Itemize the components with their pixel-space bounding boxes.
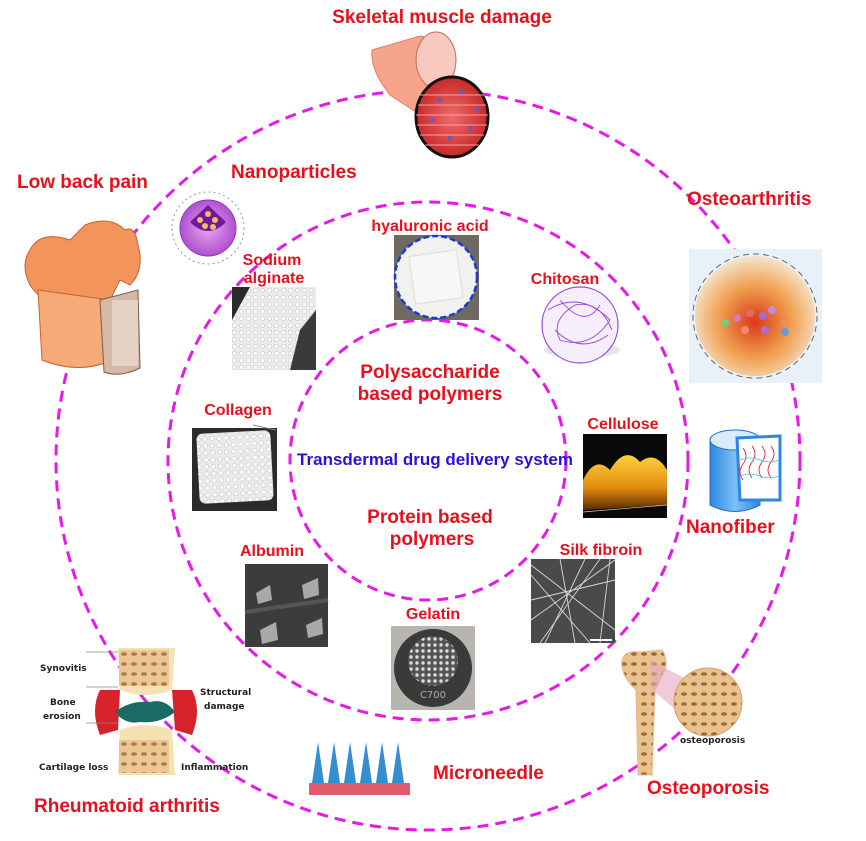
chitosan-image (541, 286, 620, 364)
label-collagen: Collagen (204, 402, 272, 419)
rheumatoid-arthritis-joint-illustration (86, 648, 197, 775)
cellulose-afm-image (582, 434, 668, 518)
label-rheumatoid-arthritis: Rheumatoid arthritis (34, 796, 220, 817)
silk-fibroin-sem-image (530, 558, 616, 644)
label-sodium-alginate-2: alginate (244, 270, 305, 287)
osteoporosis-bone-illustration (621, 649, 743, 776)
label-hyaluronic-acid: hyaluronic acid (371, 218, 488, 235)
label-albumin: Albumin (240, 543, 304, 560)
osteoarthritis-knee-illustration (689, 249, 822, 383)
label-protein-2: polymers (390, 529, 474, 550)
microneedle-spike (360, 742, 372, 783)
label-chitosan: Chitosan (531, 271, 599, 288)
label-osteoarthritis: Osteoarthritis (687, 189, 812, 210)
annotation-bone-erosion-1: Bone (50, 698, 76, 708)
annotation-synovitis: Synovitis (40, 664, 87, 674)
label-microneedle: Microneedle (433, 763, 544, 784)
collagen-image (192, 424, 277, 511)
microneedle-spike (312, 742, 324, 783)
label-osteoporosis: Osteoporosis (647, 778, 769, 799)
nanofiber-cylinder-illustration (709, 429, 782, 512)
nanoparticle-illustration (171, 191, 245, 265)
annotation-structural-damage-1: Structural (200, 688, 251, 698)
hyaluronic-acid-microneedle-image (393, 234, 479, 320)
center-title: Transdermal drug delivery system (297, 450, 573, 469)
label-nanoparticles: Nanoparticles (231, 162, 357, 183)
label-silk-fibroin: Silk fibroin (560, 542, 643, 559)
gelatin-patch-stamp: C700 (420, 690, 446, 701)
microneedle-spike (392, 742, 404, 783)
spine-vertebra-illustration (24, 220, 141, 375)
label-polysaccharide-2: based polymers (358, 384, 503, 405)
microneedle-spike (376, 742, 388, 783)
label-polysaccharide-1: Polysaccharide (360, 362, 499, 383)
annotation-structural-damage-2: damage (204, 702, 245, 712)
annotation-cartilage-loss: Cartilage loss (39, 763, 108, 773)
annotation-inflammation: Inflammation (181, 763, 248, 773)
label-sodium-alginate-1: Sodium (243, 252, 302, 269)
label-low-back-pain: Low back pain (17, 172, 148, 193)
microneedle-spike (328, 742, 340, 783)
microneedle-spike (344, 742, 356, 783)
microneedle-illustration (309, 742, 410, 795)
annotation-osteoporosis: osteoporosis (680, 736, 745, 746)
sodium-alginate-image (232, 287, 316, 370)
annotation-bone-erosion-2: erosion (43, 712, 81, 722)
gelatin-microneedle-patch-image: C700 (391, 626, 475, 710)
label-skeletal-muscle-damage: Skeletal muscle damage (332, 7, 552, 28)
albumin-sem-image (244, 564, 329, 647)
label-protein-1: Protein based (367, 507, 493, 528)
middle-ring (166, 200, 690, 722)
label-cellulose: Cellulose (587, 416, 658, 433)
label-nanofiber: Nanofiber (686, 517, 775, 538)
skeletal-muscle-illustration (371, 31, 490, 159)
label-gelatin: Gelatin (406, 606, 460, 623)
